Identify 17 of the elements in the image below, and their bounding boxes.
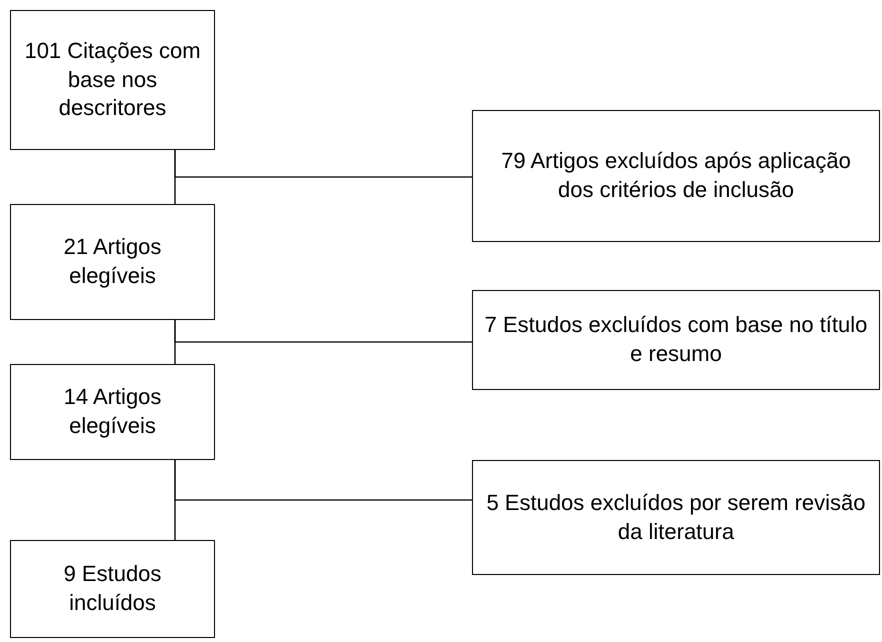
box-label: 79 Artigos excluídos após aplicação dos critérios de inclusão: [500, 147, 852, 204]
box-label: 21 Artigos elegíveis: [62, 233, 162, 290]
process-box: [10, 364, 215, 460]
process-box: [10, 204, 215, 320]
connector-line: [174, 150, 472, 178]
box-label: 9 Estudos incluídos: [62, 560, 162, 617]
process-box: [472, 110, 880, 242]
box-label: 5 Estudos excluídos por serem revisão da literatura: [485, 488, 867, 546]
box-label: 101 Citações com base nos descritores: [23, 37, 202, 122]
connector-line: [174, 460, 472, 501]
connector-line: [174, 320, 472, 343]
box-label: 7 Estudos excluídos com base no título e resumo: [484, 311, 868, 368]
process-box: [472, 460, 880, 575]
process-box: [10, 540, 215, 638]
box-label: 14 Artigos elegíveis: [62, 383, 162, 440]
process-box: [472, 290, 880, 390]
process-box: [10, 10, 215, 150]
